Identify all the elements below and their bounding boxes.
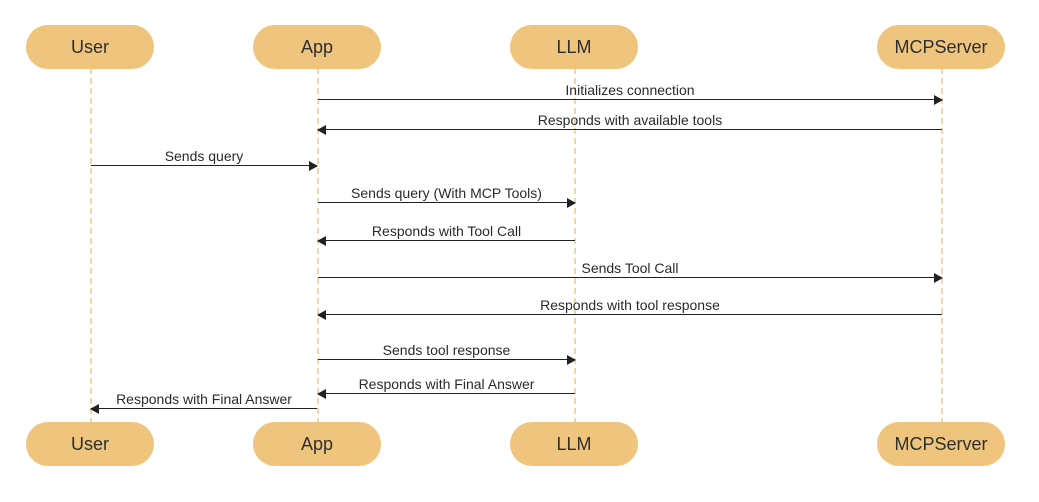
- arrowhead-icon: [90, 404, 99, 414]
- participant-llm-top: LLM: [510, 25, 638, 69]
- participant-mcp-top: MCPServer: [877, 25, 1005, 69]
- arrowhead-icon: [567, 355, 576, 365]
- lifeline-user: [90, 68, 92, 424]
- participant-app-bottom: App: [253, 422, 381, 466]
- message-label: Responds with Final Answer: [358, 376, 535, 392]
- lifeline-mcp: [941, 68, 943, 424]
- lifeline-app: [317, 68, 319, 424]
- arrowhead-icon: [934, 95, 943, 105]
- arrowhead-icon: [317, 310, 326, 320]
- message-label: Sends tool response: [382, 342, 511, 358]
- message-label: Sends query (With MCP Tools): [351, 185, 542, 201]
- message-label: Sends query: [164, 148, 244, 164]
- message-label: Initializes connection: [565, 82, 695, 98]
- message-label: Responds with Tool Call: [371, 223, 522, 239]
- message-label: Responds with tool response: [540, 297, 720, 313]
- arrowhead-icon: [317, 236, 326, 246]
- participant-user-bottom: User: [26, 422, 154, 466]
- participant-app-top: App: [253, 25, 381, 69]
- message-label: Sends Tool Call: [581, 260, 679, 276]
- arrowhead-icon: [317, 125, 326, 135]
- participant-llm-bottom: LLM: [510, 422, 638, 466]
- arrowhead-icon: [309, 161, 318, 171]
- arrowhead-icon: [567, 198, 576, 208]
- arrowhead-icon: [934, 273, 943, 283]
- message-label: Responds with available tools: [537, 112, 723, 128]
- participant-user-top: User: [26, 25, 154, 69]
- arrowhead-icon: [317, 389, 326, 399]
- participant-mcp-bottom: MCPServer: [877, 422, 1005, 466]
- message-label: Responds with Final Answer: [116, 391, 292, 407]
- lifeline-llm: [574, 68, 576, 424]
